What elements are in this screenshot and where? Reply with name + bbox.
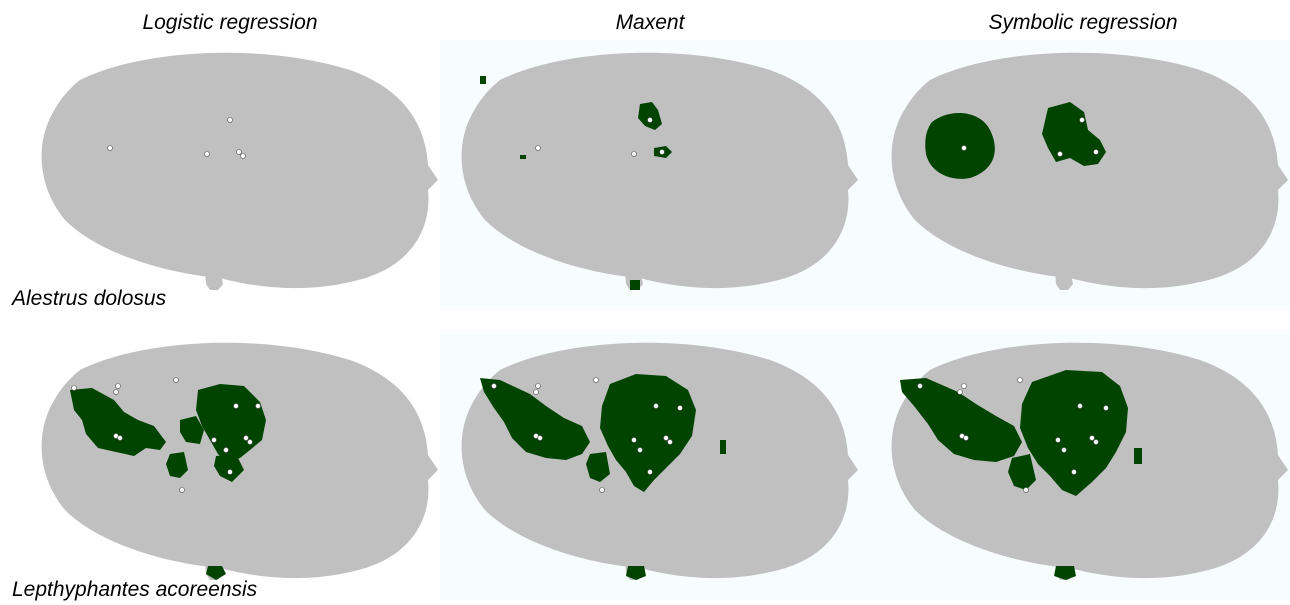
occurrence-point xyxy=(1093,439,1099,445)
occurrence-point xyxy=(663,435,669,441)
occurrence-point xyxy=(653,403,659,409)
occurrence-point xyxy=(115,383,121,389)
occurrence-points xyxy=(107,117,246,159)
occurrence-point xyxy=(647,117,653,123)
island-shape xyxy=(461,52,858,290)
occurrence-point xyxy=(1077,403,1083,409)
column-title-maxent: Maxent xyxy=(615,11,685,34)
island-shape xyxy=(41,342,438,580)
occurrence-point xyxy=(593,377,599,383)
occurrence-points xyxy=(535,117,665,157)
occurrence-points xyxy=(961,117,1099,157)
occurrence-point xyxy=(1055,437,1061,443)
occurrence-point xyxy=(71,385,77,391)
occurrence-points xyxy=(491,377,683,493)
occurrence-point xyxy=(247,439,253,445)
column-title-logistic-regression: Logistic regression xyxy=(142,11,318,34)
occurrence-point xyxy=(961,383,967,389)
occurrence-points xyxy=(917,377,1109,493)
occurrence-point xyxy=(211,437,217,443)
occurrence-point xyxy=(227,469,233,475)
occurrence-point xyxy=(227,117,233,123)
map-lepthyphantes-maxent xyxy=(440,330,870,600)
occurrence-point xyxy=(631,151,637,157)
occurrence-point xyxy=(957,389,963,395)
occurrence-point xyxy=(491,383,497,389)
occurrence-point xyxy=(963,435,969,441)
occurrence-point xyxy=(677,405,683,411)
map-svg xyxy=(891,342,1288,580)
map-alestrus-symbolic xyxy=(870,40,1290,310)
occurrence-point xyxy=(255,403,261,409)
occurrence-point xyxy=(113,389,119,395)
occurrence-point xyxy=(1017,377,1023,383)
occurrence-point xyxy=(173,377,179,383)
occurrence-point xyxy=(637,447,643,453)
occurrence-point xyxy=(1023,487,1029,493)
occurrence-point xyxy=(1103,405,1109,411)
occurrence-point xyxy=(204,151,210,157)
occurrence-point xyxy=(240,153,246,159)
occurrence-point xyxy=(243,435,249,441)
map-svg xyxy=(41,342,438,580)
map-svg xyxy=(461,342,858,580)
occurrence-point xyxy=(223,447,229,453)
island-shape xyxy=(891,52,1288,290)
occurrence-point xyxy=(107,145,113,151)
predicted-distribution xyxy=(925,102,1106,179)
occurrence-point xyxy=(535,383,541,389)
map-alestrus-maxent xyxy=(440,40,870,310)
island-shape xyxy=(41,52,438,290)
occurrence-point xyxy=(659,149,665,155)
occurrence-points xyxy=(71,377,261,493)
map-svg xyxy=(891,52,1288,290)
occurrence-point xyxy=(233,403,239,409)
predicted-distribution xyxy=(480,374,726,580)
occurrence-point xyxy=(537,435,543,441)
map-lepthyphantes-symbolic xyxy=(870,330,1290,600)
occurrence-point xyxy=(1093,149,1099,155)
map-lepthyphantes-logistic xyxy=(20,330,440,600)
occurrence-point xyxy=(917,383,923,389)
occurrence-point xyxy=(117,435,123,441)
column-title-symbolic-regression: Symbolic regression xyxy=(988,11,1178,34)
occurrence-point xyxy=(961,145,967,151)
occurrence-point xyxy=(1061,447,1067,453)
predicted-distribution xyxy=(480,76,672,290)
species-label-alestrus-dolosus: Alestrus dolosus xyxy=(12,287,167,310)
occurrence-point xyxy=(1057,151,1063,157)
occurrence-point xyxy=(631,437,637,443)
map-svg xyxy=(41,52,438,290)
occurrence-point xyxy=(1089,435,1095,441)
occurrence-point xyxy=(667,439,673,445)
map-svg xyxy=(461,52,858,290)
occurrence-point xyxy=(179,487,185,493)
species-label-lepthyphantes-acoreensis: Lepthyphantes acoreensis xyxy=(12,578,258,601)
occurrence-point xyxy=(236,149,242,155)
occurrence-point xyxy=(1071,469,1077,475)
occurrence-point xyxy=(535,145,541,151)
occurrence-point xyxy=(533,389,539,395)
occurrence-point xyxy=(599,487,605,493)
map-alestrus-logistic xyxy=(20,40,440,310)
predicted-distribution xyxy=(900,370,1142,580)
occurrence-point xyxy=(1079,117,1085,123)
occurrence-point xyxy=(647,469,653,475)
